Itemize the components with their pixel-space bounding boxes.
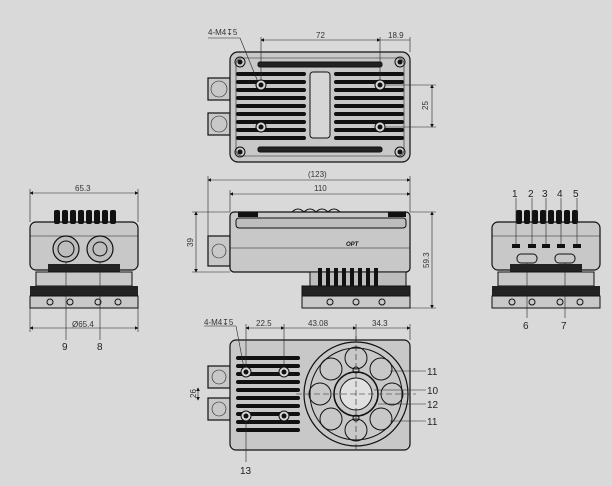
top-dim-offset: 18.9 bbox=[388, 31, 404, 40]
callout-4: 4 bbox=[557, 189, 563, 200]
connector-top bbox=[207, 77, 231, 101]
callout-13: 13 bbox=[240, 466, 252, 477]
bottom-dim-b: 43.08 bbox=[308, 319, 329, 328]
bottom-thread-note: 4-M4↧5 bbox=[204, 318, 234, 327]
left-body bbox=[29, 221, 139, 271]
callout-11-top: 11 bbox=[427, 367, 438, 378]
callout-10: 10 bbox=[427, 386, 439, 397]
top-dim-height: 25 bbox=[421, 101, 430, 110]
bottom-dim-c: 34.3 bbox=[372, 319, 388, 328]
callout-1: 1 bbox=[512, 189, 518, 200]
callout-11-bottom: 11 bbox=[427, 417, 438, 428]
side-dim-overall: (123) bbox=[308, 170, 327, 179]
connector-bottom bbox=[207, 112, 231, 136]
side-dim-height-left: 39 bbox=[186, 238, 195, 247]
right-view bbox=[491, 198, 601, 318]
callout-2: 2 bbox=[528, 189, 534, 200]
side-view: OPT bbox=[192, 176, 436, 309]
bottom-view bbox=[196, 324, 426, 462]
top-dim-width: 72 bbox=[316, 31, 325, 40]
svg-text:OPT: OPT bbox=[346, 242, 360, 248]
left-view bbox=[29, 189, 139, 340]
callout-9: 9 bbox=[62, 342, 68, 353]
side-dim-body: 110 bbox=[314, 184, 327, 193]
callout-5: 5 bbox=[573, 189, 579, 200]
connector-9 bbox=[52, 235, 80, 263]
callout-6: 6 bbox=[523, 321, 529, 332]
left-dim-width: 65.3 bbox=[75, 184, 91, 193]
button-7 bbox=[554, 253, 576, 264]
callout-12: 12 bbox=[427, 400, 439, 411]
callout-8: 8 bbox=[97, 342, 103, 353]
callout-7: 7 bbox=[561, 321, 567, 332]
bottom-dim-a: 22.5 bbox=[256, 319, 272, 328]
top-thread-note: 4-M4↧5 bbox=[208, 28, 238, 37]
callout-3: 3 bbox=[542, 189, 548, 200]
button-6 bbox=[516, 253, 538, 264]
top-view bbox=[207, 37, 436, 163]
connector-8 bbox=[86, 235, 114, 263]
bottom-dim-side: 26 bbox=[189, 389, 198, 398]
side-dim-height-right: 59.3 bbox=[422, 252, 431, 268]
left-dim-flange: Ø65.4 bbox=[72, 320, 94, 329]
